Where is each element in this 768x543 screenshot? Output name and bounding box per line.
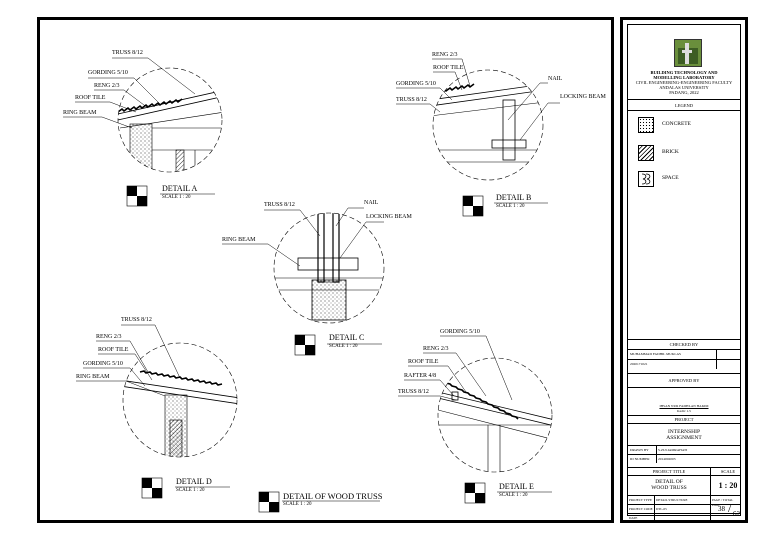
detail-e-scale: SCALE 1 : 20 [499,493,528,498]
detail-c-label: TRUSS 8/12 [264,202,295,208]
legend-space-swatch [638,171,654,187]
page-total-label: PAGE / TOTAL PAGE [712,498,734,507]
org-line4: ANDALAS UNIVERSITY [659,85,709,90]
detail-a-label: TRUSS 8/12 [112,50,143,56]
detail-e-drawing [437,357,553,473]
detail-b-label: GORDING 5/10 [396,81,436,87]
project-line2: ASSIGNMENT [666,435,702,441]
detail-d-scale: SCALE 1 : 20 [176,488,205,493]
detail-d-title: DETAIL D [176,477,212,486]
detail-a-label: RENG 2/3 [94,83,120,89]
legend-brick-swatch [638,145,654,161]
detail-a-label: RING BEAM [63,110,97,116]
project-label: PROJECT [674,417,694,422]
university-logo [674,39,702,67]
project-title-label: PROJECT TITLE [652,469,686,474]
detail-b-label: TRUSS 8/12 [396,97,427,103]
project-type-value: DETAIL STRUCTURE [656,498,688,502]
total-pages: 62 [733,510,740,518]
detail-d-label: ROOF TILE [98,347,129,353]
drawn-by-label: DRAWN BY [630,448,649,452]
detail-c-label: LOCKING BEAM [366,214,412,220]
approver-role: Kadiv 1.5 [677,409,691,413]
detail-c-drawing [273,212,385,324]
checker-name: MUHAMMAD FADHIL MUKLAS [630,352,681,356]
detail-d-label: TRUSS 8/12 [121,317,152,323]
detail-a-scale: SCALE 1 : 20 [162,195,191,200]
detail-d-label: GORDING 5/10 [83,361,123,367]
project-line1: INTERNSHIP [667,429,701,435]
page-number: 38 [718,505,725,513]
detail-b-scale: SCALE 1 : 20 [496,204,525,209]
project-type-label: PROJECT TYPE [629,498,652,502]
org-line3: CIVIL ENGINEERING-ENGINEERING FACULTY [635,80,733,85]
approver-name: IHSAN NUR FADHLAN HAKIM [659,404,709,408]
detail-d-label: RING BEAM [76,374,110,380]
detail-b-label: RENG 2/3 [432,52,458,58]
id-label: ID NUMBER [630,457,650,461]
detail-b-label: LOCKING BEAM [560,94,606,100]
detail-e-label: RENG 2/3 [423,346,449,352]
drawing-frame [37,17,614,523]
detail-a-label: GORDING 5/10 [88,70,128,76]
detail-c-label: NAIL [364,200,379,206]
detail-d-label: RENG 2/3 [96,334,122,340]
title-symbols [126,185,552,513]
detail-c-label: RING BEAM [222,237,256,243]
project-code-label: PROJECT CODE [629,507,653,511]
detail-c-title: DETAIL C [329,333,365,342]
org-line2: MODELLING LABORATORY [653,75,715,80]
org-line5: PADANG, 2022 [669,90,699,95]
detail-b-title: DETAIL B [496,193,532,202]
detail-e-label: ROOF TILE [408,359,439,365]
date-label: DATE [629,516,638,520]
legend-title: LEGEND [675,103,693,108]
page-slash: / [728,501,732,515]
detail-e-label: RAFTER 4/8 [404,373,437,379]
detail-e-label: GORDING 5/10 [440,329,480,335]
legend-brick-label: BRICK [662,149,679,155]
detail-c-scale: SCALE 1 : 20 [329,344,358,349]
main-scale: SCALE 1 : 20 [283,502,312,507]
detail-a-label: ROOF TILE [75,95,106,101]
project-title-1: DETAIL OF [655,479,683,485]
project-code-value: DTL-05 [656,507,667,511]
legend-concrete-swatch [638,117,654,133]
legend-space-label: SPACE [662,175,679,181]
main-title: DETAIL OF WOOD TRUSS [283,491,383,501]
title-block: BUILDING TECHNOLOGY AND MODELLING LABORA… [620,17,748,523]
drawn-by-value: S.ZULIAMRAHATI [658,448,688,452]
scale-value: 1 : 20 [718,481,738,490]
detail-b-label: NAIL [548,76,563,82]
scale-label: SCALE [720,469,736,474]
checker-id: 2020171021 [630,362,648,366]
legend-concrete-label: CONCRETE [662,121,692,127]
leader-lines [63,57,560,401]
id-value: 2014002003 [658,457,676,461]
detail-e-label: TRUSS 8/12 [398,389,429,395]
detail-b-label: ROOF TILE [433,65,464,71]
approved-by-label: APPROVED BY [668,378,700,383]
detail-a-title: DETAIL A [162,184,198,193]
org-line1: BUILDING TECHNOLOGY AND [650,70,718,75]
checked-by-label: CHECKED BY [669,342,699,347]
detail-d-drawing [122,342,238,458]
project-title-2: WOOD TRUSS [651,485,687,491]
detail-e-title: DETAIL E [499,482,534,491]
detail-b-drawing [432,69,544,181]
